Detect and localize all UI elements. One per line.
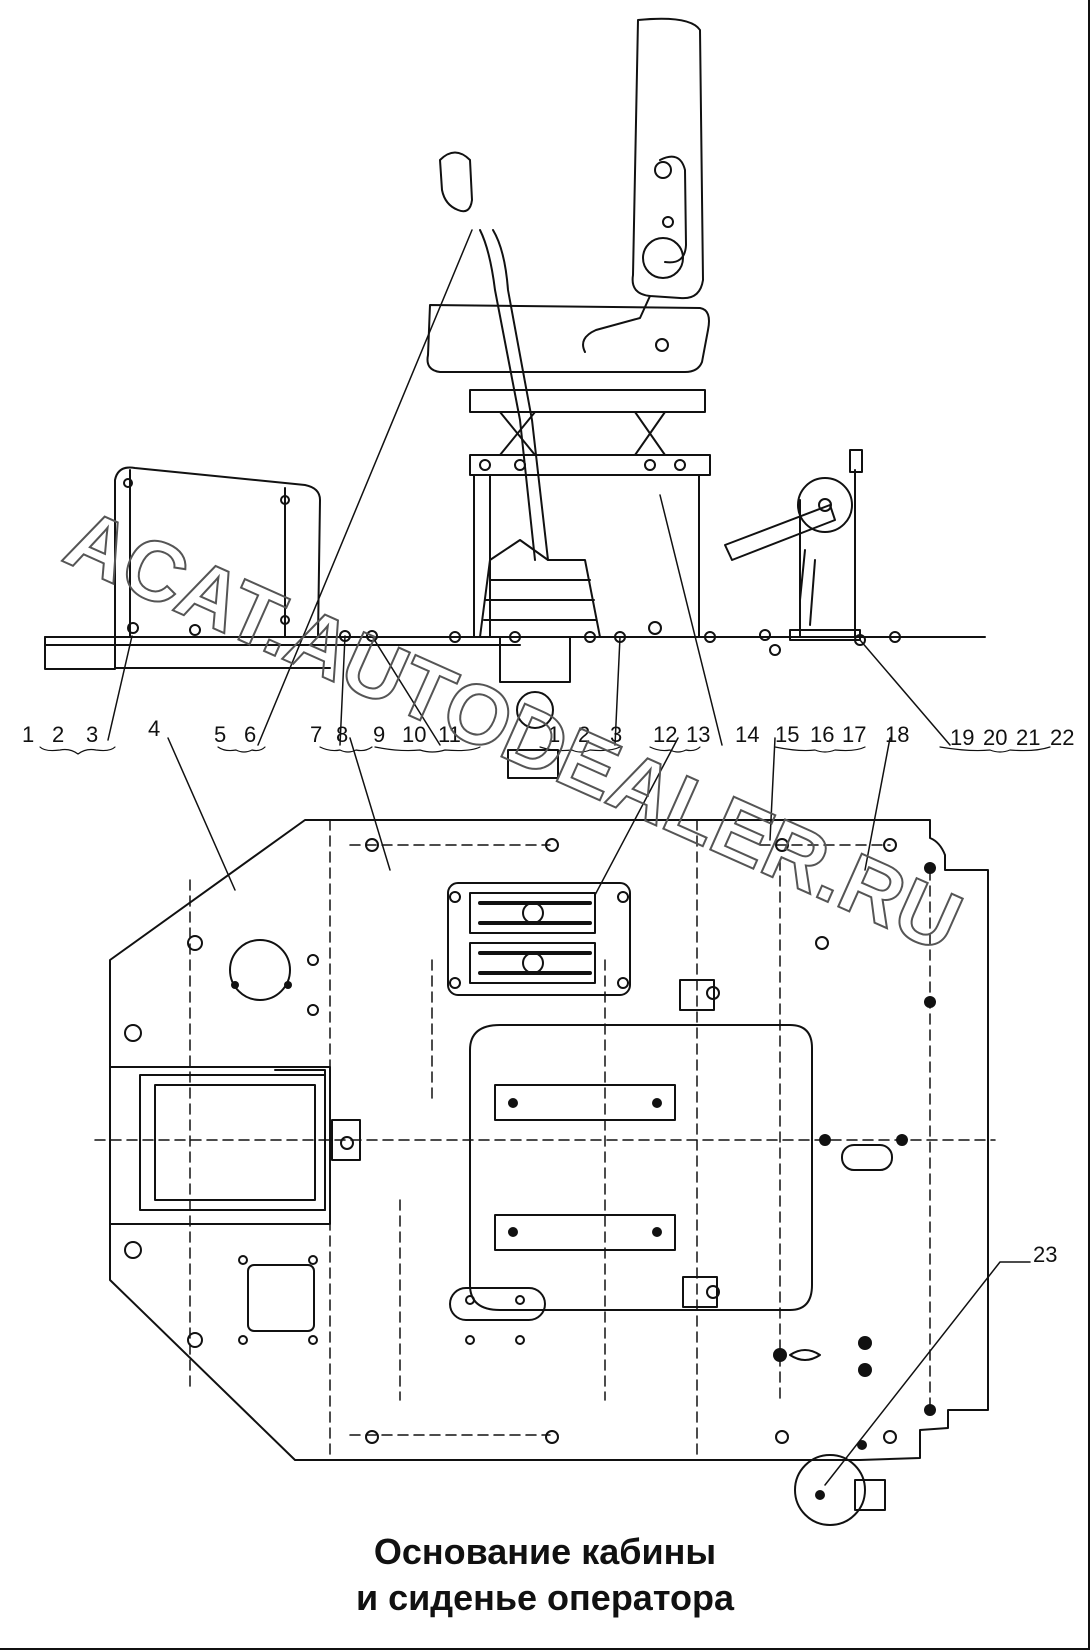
callout-2: 2 xyxy=(52,722,64,747)
callout-4: 4 xyxy=(148,716,160,741)
callout-9: 9 xyxy=(373,722,385,747)
side-bolts xyxy=(127,621,901,656)
caption-line-1: Основание кабины xyxy=(373,1531,717,1572)
callout-1b: 1 xyxy=(548,722,560,747)
callout-22: 22 xyxy=(1050,725,1074,750)
callout-braces xyxy=(39,746,1051,755)
seat-mount-plan xyxy=(449,1024,893,1321)
left-console xyxy=(114,466,321,638)
leader-lines-plan xyxy=(167,737,1031,1486)
callout-13: 13 xyxy=(686,722,710,747)
right-pedal xyxy=(724,449,863,641)
caption-line-2: и сиденье оператора xyxy=(356,1577,734,1618)
callout-10: 10 xyxy=(402,722,426,747)
operator-seat xyxy=(426,17,711,638)
callout-3: 3 xyxy=(86,722,98,747)
control-panel-plan xyxy=(447,882,631,996)
callout-3b: 3 xyxy=(610,722,622,747)
callout-2b: 2 xyxy=(578,722,590,747)
callout-16: 16 xyxy=(810,722,834,747)
leader-lines-side xyxy=(107,229,951,746)
callout-12: 12 xyxy=(653,722,677,747)
callout-8: 8 xyxy=(336,722,348,747)
left-cutout-plan xyxy=(109,939,361,1332)
callout-14: 14 xyxy=(735,722,759,747)
callout-15: 15 xyxy=(775,722,799,747)
bottom-round-part xyxy=(679,979,886,1526)
callout-23: 23 xyxy=(1033,1242,1057,1267)
callout-18: 18 xyxy=(885,722,909,747)
callout-6: 6 xyxy=(244,722,256,747)
control-lever xyxy=(439,151,601,779)
base-plate-plan xyxy=(109,819,989,1461)
callout-7: 7 xyxy=(310,722,322,747)
callout-21: 21 xyxy=(1016,725,1040,750)
callout-19: 19 xyxy=(950,725,974,750)
callout-11: 11 xyxy=(438,722,461,747)
callout-20: 20 xyxy=(983,725,1007,750)
watermark-text: ACAT.AUTODEALER.RU xyxy=(53,491,975,970)
plan-holes xyxy=(124,838,897,1444)
callout-17: 17 xyxy=(842,722,866,747)
callout-1: 1 xyxy=(22,722,34,747)
plan-filled-holes xyxy=(231,862,936,1500)
callout-5: 5 xyxy=(214,722,226,747)
